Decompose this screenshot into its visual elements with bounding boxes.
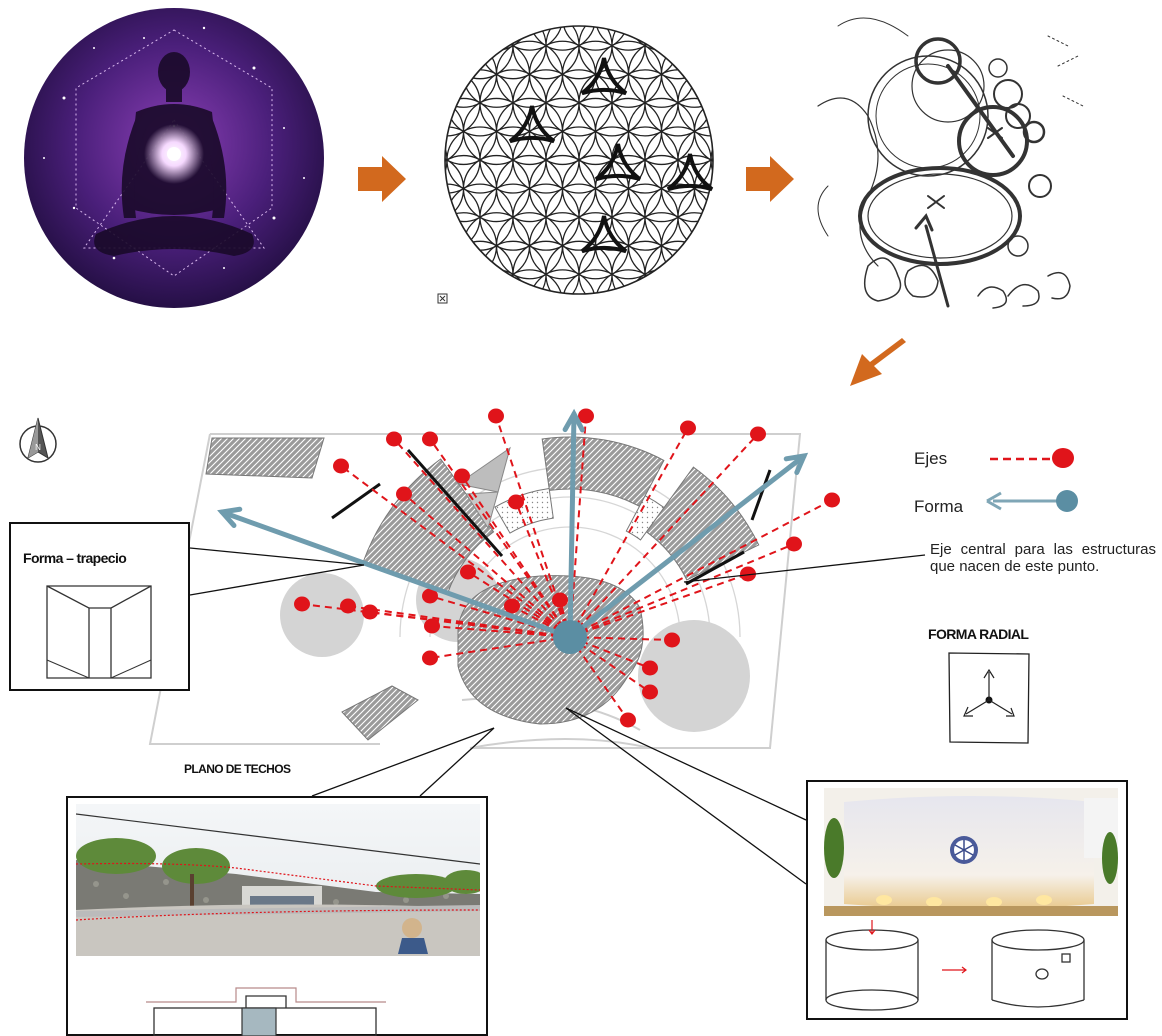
axis-dot-2 [333, 458, 349, 474]
flower-circles [445, 26, 713, 294]
plan-circle-1 [280, 573, 364, 657]
facade-photo-callout [66, 796, 488, 1036]
axis-dot-26 [552, 592, 568, 608]
cylinder-sketch [825, 920, 1085, 1011]
roof-plan [0, 400, 900, 770]
facade-section-sketch [146, 987, 386, 1036]
forma-radial-title: FORMA RADIAL [928, 626, 1029, 642]
flower-triangle-1 [580, 57, 628, 96]
axis-dot-6 [578, 408, 594, 424]
legend-forma-symbol [985, 488, 1081, 514]
form-arrow-2 [567, 411, 577, 640]
axis-dot-4 [454, 468, 470, 484]
axis-dot-1 [386, 431, 402, 447]
triangle-block-2 [465, 491, 499, 530]
axis-dot-15 [422, 588, 438, 604]
axis-dot-14 [362, 604, 378, 620]
svg-text:N: N [35, 443, 41, 452]
central-axis-annotation: Eje central para las estructuras que nac… [930, 541, 1156, 575]
trapecio-callout: Forma – trapecio [9, 522, 190, 691]
axis-dot-16 [424, 618, 440, 634]
flower-triangle-4 [666, 153, 714, 192]
form-arrows [217, 408, 809, 640]
axis-dot-7 [680, 420, 696, 436]
roof-block-northwest [205, 437, 325, 479]
compass-icon: N [16, 414, 60, 468]
forma-radial-sketch [946, 650, 1032, 746]
cylinder-photo-callout [806, 780, 1128, 1020]
legend-ejes-symbol [988, 446, 1078, 472]
axis-dot-9 [824, 492, 840, 508]
flower-outer-ring [444, 25, 714, 295]
form-arrow-3 [567, 453, 807, 640]
flower-triangle-2 [508, 105, 556, 144]
axis-dot-13 [340, 598, 356, 614]
axis-dot-17 [460, 564, 476, 580]
axis-dot-18 [508, 494, 524, 510]
axis-dot-8 [750, 426, 766, 442]
flower-triangle-3 [594, 143, 642, 182]
axis-dot-22 [642, 684, 658, 700]
plano-techos-title: PLANO DE TECHOS [184, 762, 291, 776]
flower-of-life-image [432, 8, 726, 310]
axis-dot-21 [642, 660, 658, 676]
legend-forma-label: Forma [914, 497, 964, 516]
cylinder-photo [824, 788, 1118, 916]
roof-sector-east [645, 466, 760, 581]
axis-dot-23 [620, 712, 636, 728]
triangle-block-1 [456, 446, 511, 493]
sketch-image [808, 6, 1106, 310]
flower-triangle-5 [580, 215, 628, 254]
broken-image-icon [437, 293, 448, 304]
axis-dot-5 [488, 408, 504, 424]
legend-ejes-label: Ejes [914, 449, 948, 468]
roof-sector-dotted [625, 495, 665, 541]
meditation-image [24, 8, 324, 308]
central-node [553, 620, 587, 654]
axis-dot-11 [740, 566, 756, 582]
trapecio-sketch [46, 585, 152, 679]
trapecio-title: Forma – trapecio [23, 550, 127, 566]
facade-photo [76, 804, 480, 956]
axis-dot-25 [504, 598, 520, 614]
axis-dot-19 [422, 650, 438, 666]
axis-dot-3 [422, 431, 438, 447]
orange-arrow-2 [744, 154, 796, 204]
orange-arrow-3 [844, 336, 910, 396]
axis-dot-20 [664, 632, 680, 648]
roof-block-southwest [341, 685, 419, 741]
axis-dot-10 [786, 536, 802, 552]
form-arrow-1 [219, 509, 573, 640]
axis-dot-12 [294, 596, 310, 612]
roof-sector-dotted-2 [494, 487, 554, 534]
axis-dot-24 [396, 486, 412, 502]
orange-arrow-1 [356, 154, 408, 204]
plan-circle-3 [638, 620, 750, 732]
